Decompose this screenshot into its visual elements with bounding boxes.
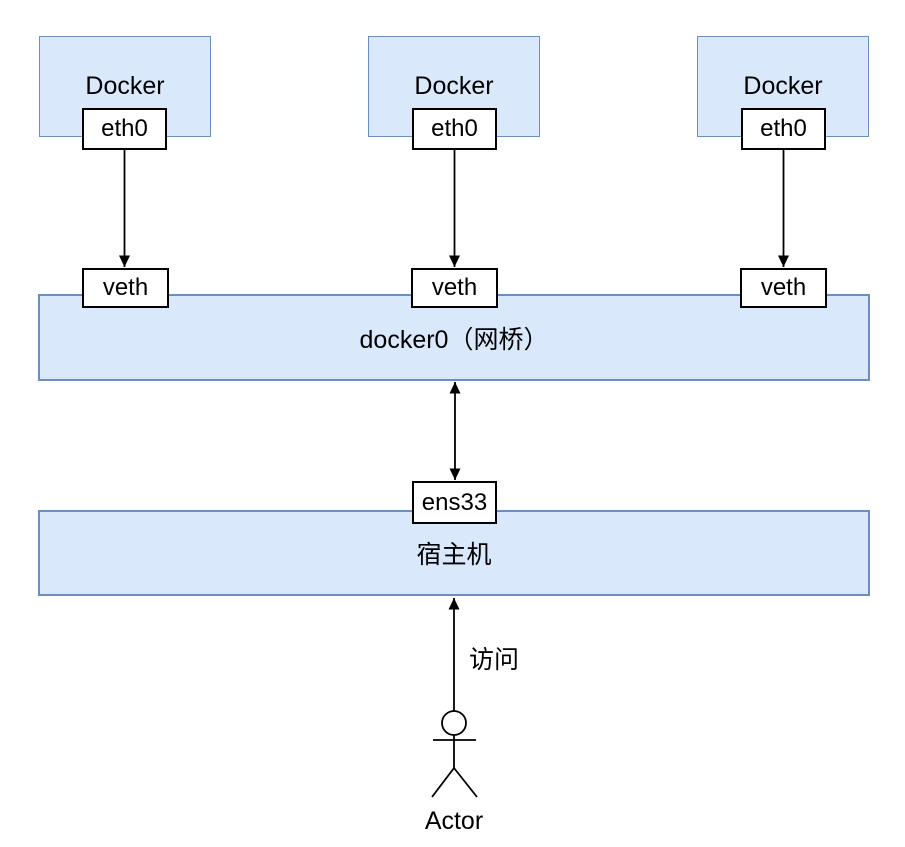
docker-label: Docker (414, 72, 494, 100)
eth0-interface-node-3: eth0 (741, 108, 826, 150)
veth-node-2: veth (411, 268, 498, 308)
bridge-label: docker0（网桥） (359, 325, 549, 354)
ens33-interface-node: ens33 (412, 481, 497, 524)
veth-node-1: veth (82, 268, 169, 308)
actor-label: Actor (424, 807, 484, 835)
ens33-label: ens33 (421, 488, 488, 516)
docker-label: Docker (743, 72, 823, 100)
eth0-interface-node-2: eth0 (412, 108, 497, 150)
eth0-label: eth0 (431, 115, 478, 142)
veth-label: veth (760, 274, 807, 301)
veth-node-3: veth (740, 268, 827, 308)
actor-figure-icon (431, 710, 478, 798)
eth0-label: eth0 (101, 115, 148, 142)
veth-label: veth (102, 274, 149, 301)
host-label: 宿主机 (416, 541, 492, 569)
eth0-interface-node-1: eth0 (82, 108, 167, 150)
docker-label: Docker (85, 72, 165, 100)
veth-label: veth (431, 274, 478, 301)
eth0-label: eth0 (760, 115, 807, 142)
access-edge-label: 访问 (469, 646, 520, 674)
